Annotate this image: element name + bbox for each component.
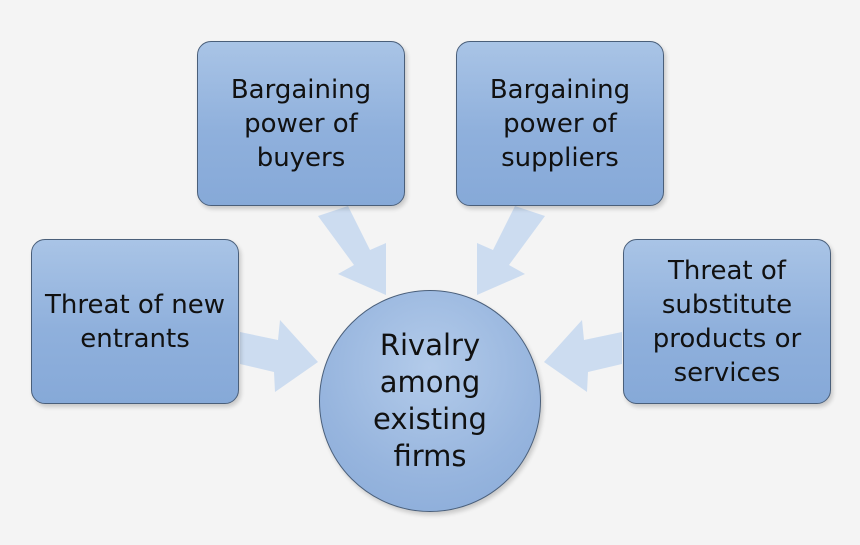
center-rivalry-circle: Rivalry among existing firms — [319, 290, 541, 512]
force-label-substitutes: Threat of substitute products or service… — [652, 255, 802, 388]
force-box-buyers: Bargaining power of buyers — [197, 41, 405, 206]
arrow-substitutes-to-center — [544, 320, 622, 392]
force-label-suppliers: Bargaining power of suppliers — [489, 74, 631, 173]
force-box-suppliers: Bargaining power of suppliers — [456, 41, 664, 206]
force-label-new-entrants: Threat of new entrants — [45, 289, 225, 354]
force-box-new-entrants: Threat of new entrants — [31, 239, 239, 404]
arrow-entrants-to-center — [240, 320, 318, 392]
force-label-buyers: Bargaining power of buyers — [230, 74, 372, 173]
arrow-buyers-to-center — [318, 206, 386, 295]
force-box-substitutes: Threat of substitute products or service… — [623, 239, 831, 404]
arrow-suppliers-to-center — [477, 206, 545, 295]
center-rivalry-label: Rivalry among existing firms — [373, 328, 487, 473]
